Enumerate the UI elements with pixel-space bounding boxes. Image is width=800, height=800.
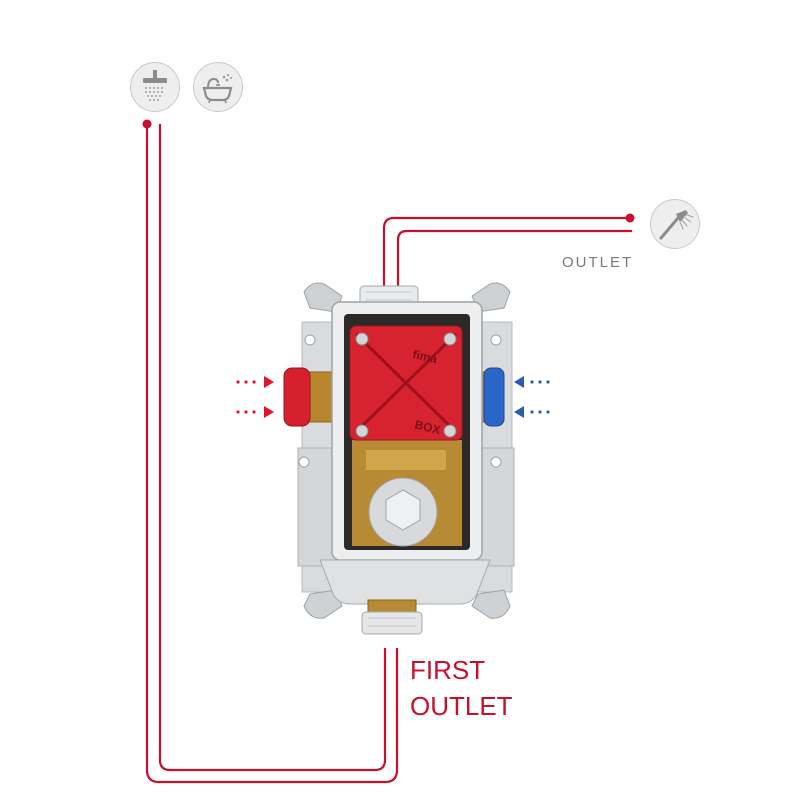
hand-shower-icon [659,210,694,240]
first-outlet-pipe-end [142,119,152,129]
outlet-label: OUTLET [562,254,634,271]
hot-inlet-arrows [236,376,274,418]
hand-shower-button[interactable] [650,199,700,249]
outlet-pipe [382,216,630,300]
first-outlet-pipe-inner [158,124,387,772]
valve-box-label: BOX [413,417,442,437]
shower-head-icon [143,70,167,101]
outlet-pipe-end [625,213,635,223]
bathtub-button[interactable] [193,62,243,112]
first-outlet-pipe [145,124,399,784]
shower-head-button[interactable] [130,62,180,112]
first-outlet-label: FIRST OUTLET [410,652,530,724]
bathtub-icon [202,73,233,104]
first-outlet-label-line1: FIRST [410,655,486,685]
cold-inlet-arrows [514,376,550,418]
valve-brand-label: fima [411,347,438,366]
outlet-pipe-inner [396,229,632,300]
first-outlet-label-line2: OUTLET [410,691,513,721]
